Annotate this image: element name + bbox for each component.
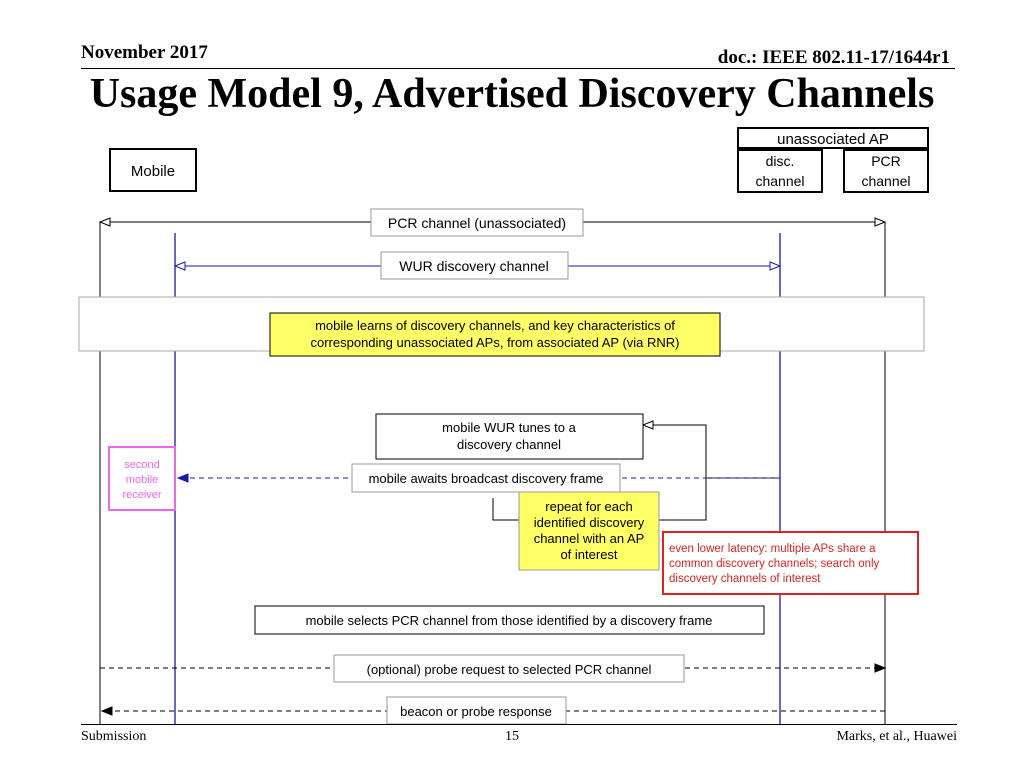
probe-label: (optional) probe request to selected PCR… [367,662,652,677]
actor-mobile: Mobile [109,148,197,192]
repeat-line3: channel with an AP [534,531,645,546]
actor-mobile-label: Mobile [131,163,175,180]
footer-page-number: 15 [505,729,519,744]
latency-line1: even lower latency: multiple APs share a [669,543,876,555]
pcr-channel-label: PCR channel (unassociated) [388,215,566,231]
header-doc-id: doc.: IEEE 802.11-17/1644r1 [717,47,950,68]
wur-discovery-label: WUR discovery channel [399,258,548,274]
repeat-note [518,491,660,571]
wur-discovery-box [380,251,569,280]
awaits-label: mobile awaits broadcast discovery frame [369,471,604,486]
selects-box [254,605,765,635]
actor-disc-channel-line2: channel [755,173,804,189]
actor-pcr-channel-line2: channel [861,173,910,189]
loop-back-arrow [643,425,780,479]
actor-disc-channel-line1: disc. [766,153,795,169]
tunes-box [375,413,644,460]
beacon-label: beacon or probe response [400,704,552,719]
second-line2: mobile [126,474,158,486]
latency-line3: discovery channels of interest [669,573,821,585]
repeat-line2: identified discovery [534,515,645,530]
actor-pcr-channel-line1: PCR [871,153,901,169]
pcr-channel-box [370,208,584,237]
slide-title: Usage Model 9, Advertised Discovery Chan… [89,71,935,117]
selects-label: mobile selects PCR channel from those id… [306,613,713,628]
actor-unassociated-ap: unassociated AP disc. channel PCR channe… [737,127,929,193]
second-line1: second [124,459,159,471]
repeat-line1: repeat for each [545,499,632,514]
learns-line2: corresponding unassociated APs, from ass… [311,335,680,350]
footer-rule [81,724,957,725]
actor-unassociated-ap-label: unassociated AP [777,131,889,148]
probe-box [333,654,685,683]
second-receiver-note [108,446,176,511]
latency-note [662,531,919,595]
learns-line1: mobile learns of discovery channels, and… [315,318,675,333]
tunes-line1: mobile WUR tunes to a [442,420,576,435]
footer-authors: Marks, et al., Huawei [836,729,957,744]
second-line3: receiver [122,489,161,501]
awaits-box [351,463,621,493]
latency-line2: common discovery channels; search only [669,558,880,570]
header-date: November 2017 [81,42,208,63]
footer-submission: Submission [81,729,147,744]
repeat-line4: of interest [560,547,617,562]
header-rule [81,68,955,69]
learns-note [269,312,721,357]
tunes-line2: discovery channel [457,437,561,452]
